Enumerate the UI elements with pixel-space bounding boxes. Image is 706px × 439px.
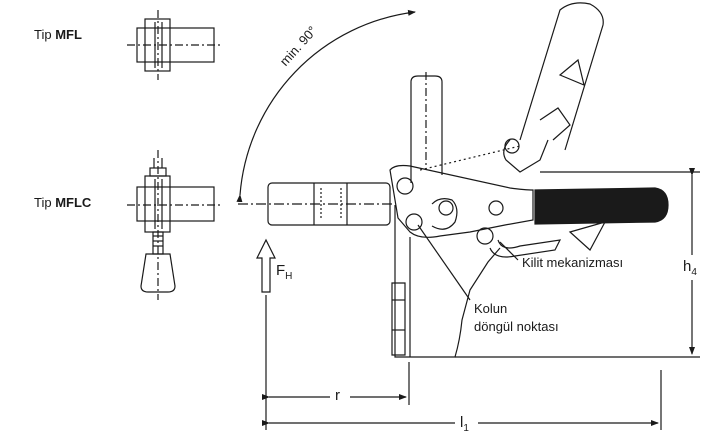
dim-l1-label: l1 [460,414,469,437]
dim-h4-label: h4 [683,258,697,281]
type-code: MFLC [55,195,92,210]
pivot-label-line2: döngül noktası [474,319,559,334]
dim-l1-subscript: 1 [463,423,469,434]
mfl-detail-view [127,10,222,80]
type-prefix: Tip [34,195,52,210]
handle-closed [534,187,669,225]
handle-open-position [419,2,604,173]
force-label: FH [276,262,292,285]
type-code: MFL [55,27,82,42]
lock-mechanism-label: Kilit mekanizması [522,255,624,270]
force-arrow [256,238,276,293]
dim-l1-symbol: l [460,414,464,431]
pivot-label-line1: Kolun [474,301,508,316]
dim-r-label: r [335,387,340,404]
leader-lock [499,241,519,261]
leader-pivot [417,224,471,301]
force-subscript: H [285,271,293,282]
dim-h4-symbol: h [683,258,692,275]
type-label-mfl: Tip MFL [34,27,82,42]
type-label-mflc: Tip MFLC [34,195,91,210]
force-symbol: F [276,262,286,279]
mflc-detail-view [127,150,222,300]
dim-h4-subscript: 4 [691,267,697,278]
type-prefix: Tip [34,27,52,42]
